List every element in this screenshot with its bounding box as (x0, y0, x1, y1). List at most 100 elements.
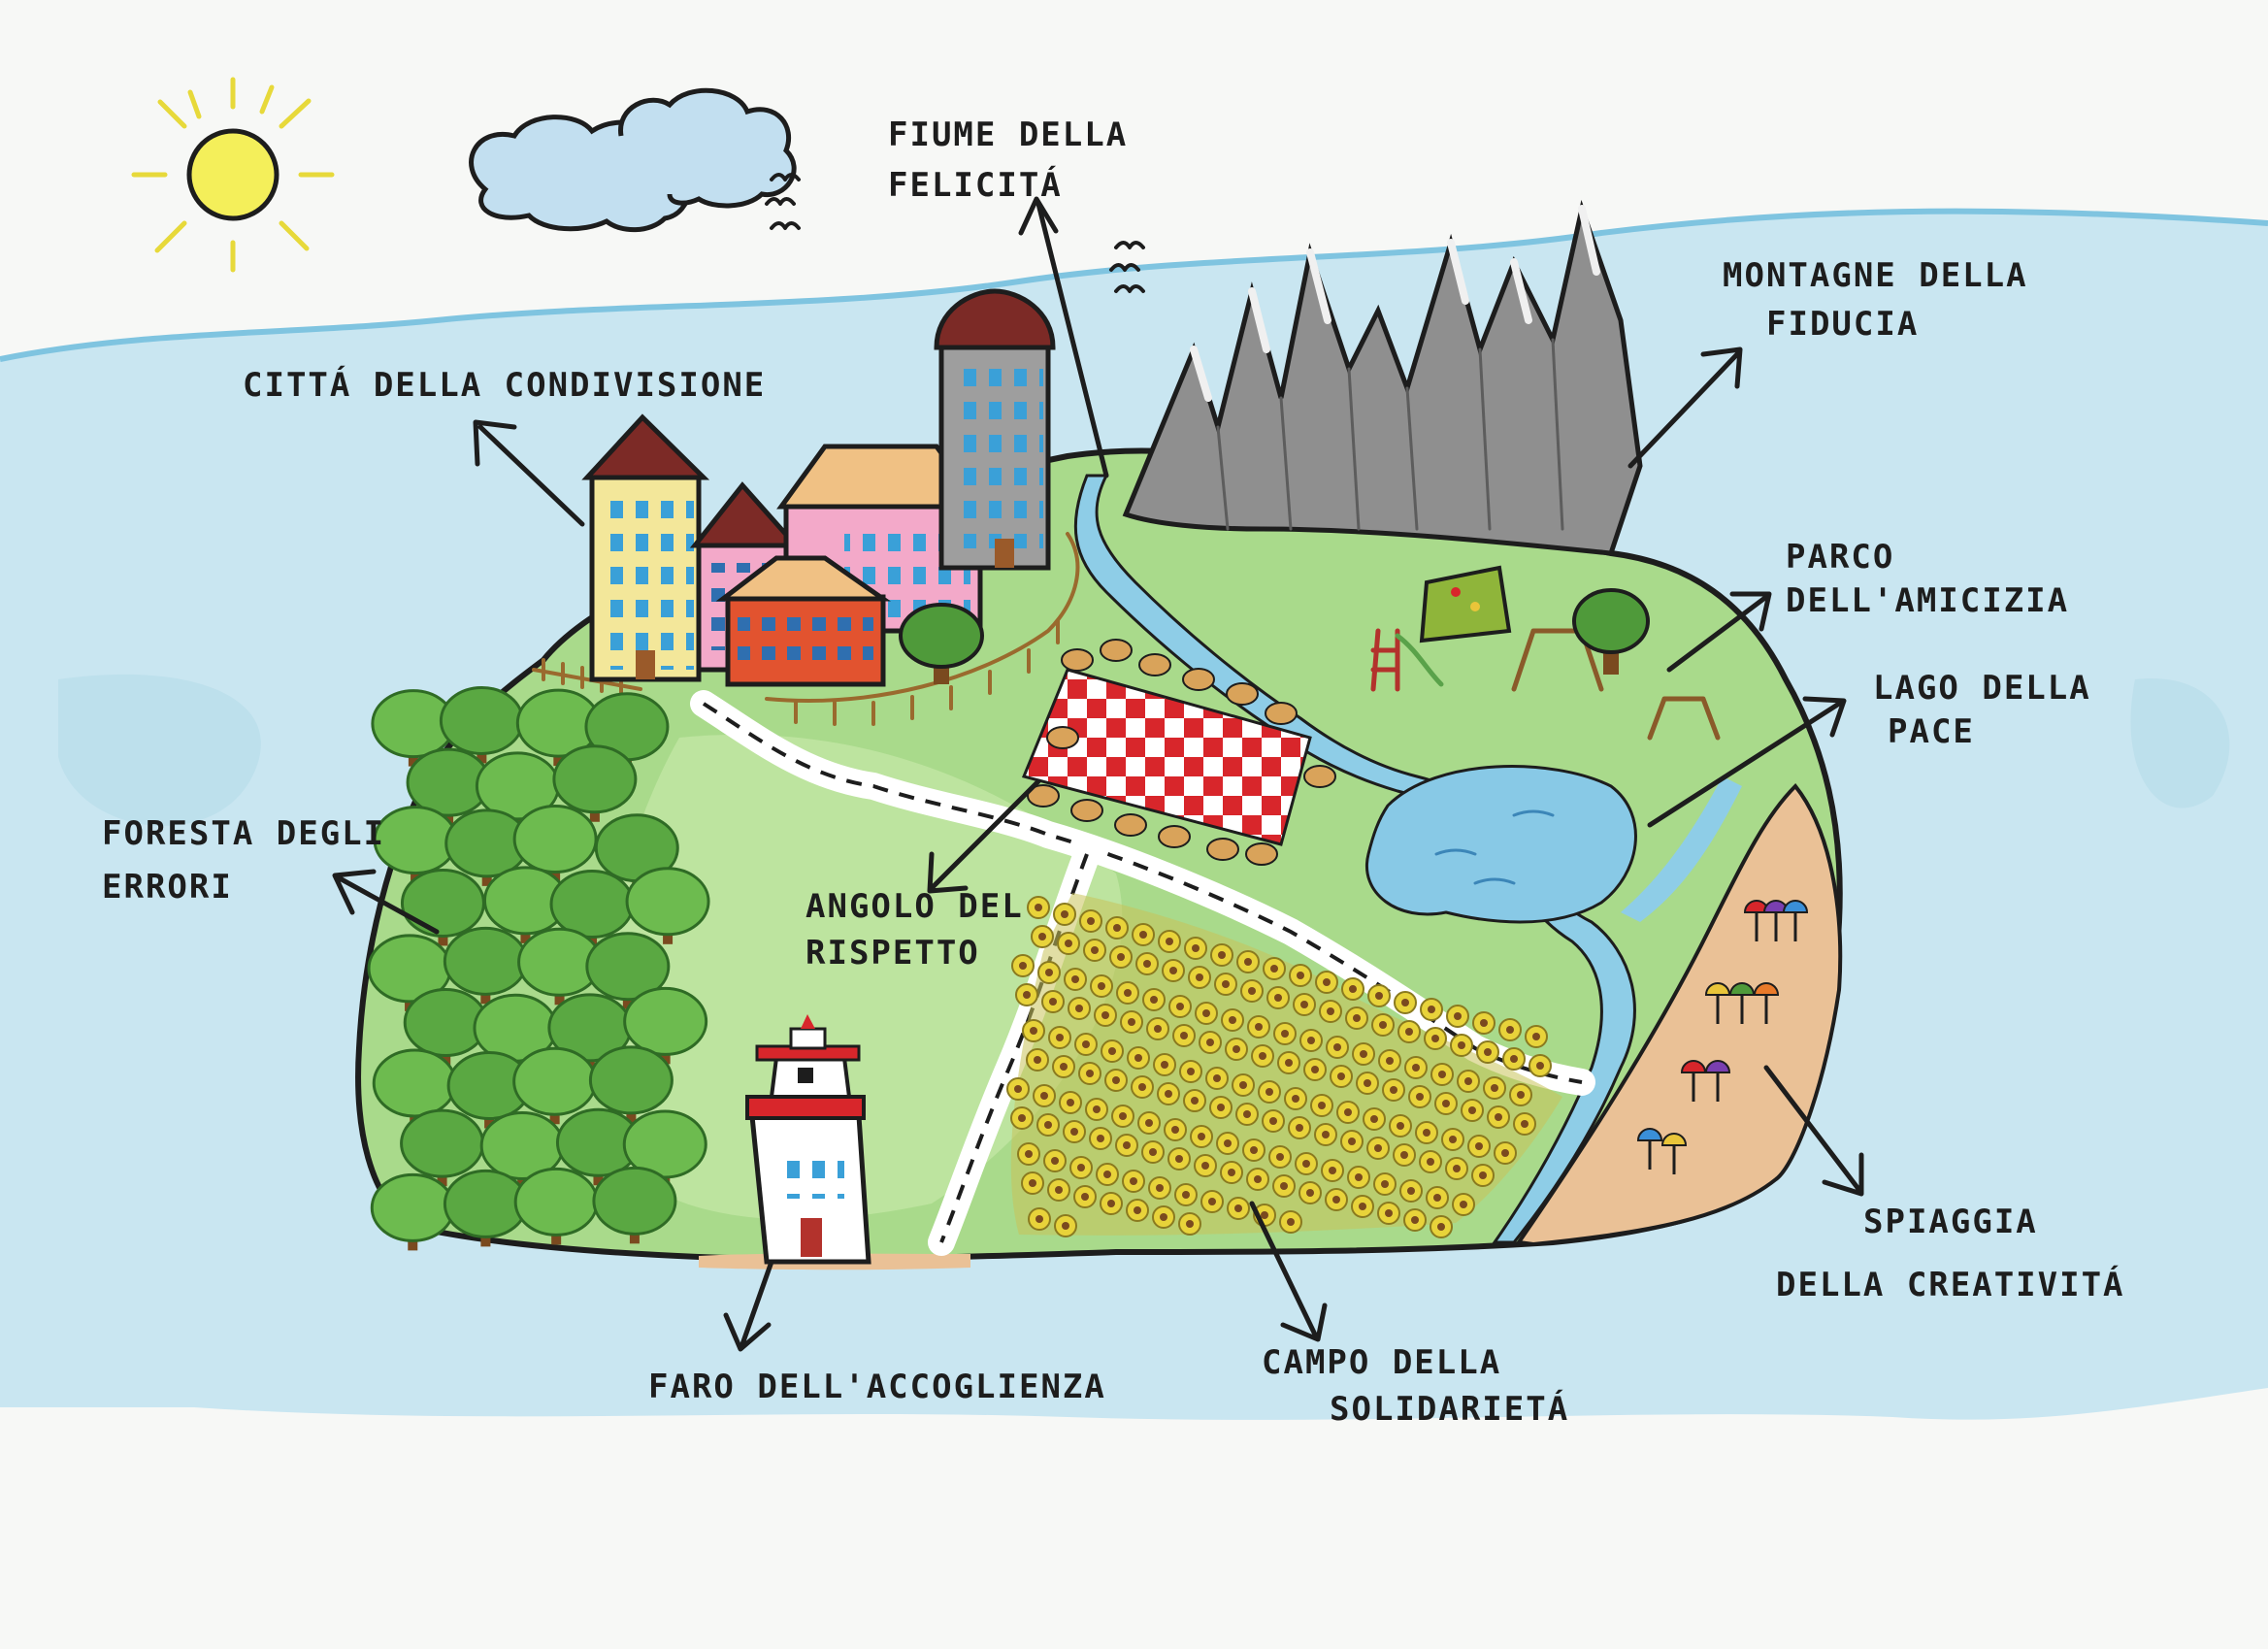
sunflower-icon (1167, 1147, 1191, 1171)
sun-icon (131, 77, 335, 273)
sunflower-icon (1209, 1096, 1233, 1119)
tower-icon (581, 413, 710, 682)
sunflower-icon (1027, 896, 1050, 919)
sunflower-icon (1408, 1085, 1431, 1108)
sunflower-icon (1525, 1025, 1548, 1048)
sunflower-icon (1132, 923, 1155, 946)
sunflower-icon (1419, 1150, 1442, 1173)
umbrella-icon (1728, 982, 1756, 1024)
sunflower-icon (1289, 964, 1312, 987)
sunflower-icon (1057, 932, 1080, 955)
umbrella-icon (1704, 982, 1731, 1024)
sunflower-icon (1015, 983, 1038, 1006)
sunflower-icon (1168, 995, 1192, 1018)
sunflower-icon (1268, 1145, 1292, 1169)
tree-icon (592, 1166, 677, 1244)
sunflower-icon (1064, 968, 1087, 991)
lake (1365, 765, 1637, 924)
sunflower-icon (1303, 1058, 1327, 1081)
sunflower-icon (1272, 1174, 1296, 1198)
sunflower-icon (1404, 1056, 1428, 1079)
sunflower-icon (1174, 1183, 1198, 1206)
sunflower-icon (1415, 1121, 1438, 1144)
sunflower-icon (1340, 1130, 1364, 1153)
sunflower-icon (1059, 1091, 1082, 1114)
sunflower-icon (1142, 988, 1166, 1011)
arrow-park (1666, 591, 1772, 673)
sunflower-icon (1090, 974, 1113, 998)
swing-icon (1511, 628, 1721, 741)
sunflower-icon (1037, 961, 1061, 984)
tent-icon (1419, 565, 1512, 643)
sunflower-icon (1293, 993, 1316, 1016)
tree-icon (625, 867, 710, 944)
sunflower-icon (1494, 1141, 1517, 1165)
sunflower-icon (1101, 1039, 1124, 1063)
sunflower-icon (1483, 1076, 1506, 1100)
sunflower-icon (1420, 998, 1443, 1021)
sunflower-icon (1127, 1046, 1150, 1070)
slide-icon (1370, 628, 1444, 692)
mountain-icon (1122, 199, 1643, 556)
sunflower-icon (1063, 1120, 1086, 1143)
arrow-icon (332, 196, 1864, 1352)
stool (1027, 784, 1060, 808)
sunflower-icon (1528, 1054, 1552, 1077)
sunflower-icon (1498, 1018, 1522, 1041)
sunflower-field (1006, 896, 1552, 1238)
sunflower-icon (1345, 1006, 1368, 1030)
sunflower-icon (1220, 1161, 1243, 1184)
sunflower-icon (1137, 1111, 1161, 1135)
stool (1046, 726, 1079, 749)
stool (1303, 765, 1336, 788)
sunflower-icon (1246, 1168, 1269, 1191)
sunflower-icon (1131, 1075, 1154, 1099)
sunflower-icon (1036, 1113, 1060, 1137)
sunflower-icon (1399, 1179, 1423, 1203)
sunflower-icon (1096, 1163, 1119, 1186)
sunflower-icon (1461, 1099, 1484, 1122)
tree-icon (1572, 588, 1650, 675)
umbrella-icon (1680, 1060, 1707, 1102)
sunflower-icon (1194, 1154, 1217, 1177)
sunflower-icon (1487, 1105, 1510, 1129)
sunflower-icon (1450, 1034, 1473, 1057)
sunflower-icon (1126, 1199, 1149, 1222)
sunflower-icon (1389, 1114, 1412, 1138)
sunflower-icon (1363, 1107, 1386, 1131)
sunflower-icon (1199, 1031, 1222, 1054)
stool (1206, 838, 1239, 861)
bird-icon (765, 173, 1145, 293)
sunflower-icon (1472, 1011, 1496, 1035)
arrow-forest (332, 869, 440, 935)
sunflower-icon (1347, 1166, 1370, 1189)
sunflower-icon (1043, 1149, 1067, 1172)
sunflower-icon (1011, 954, 1035, 977)
arrow-river (1018, 196, 1109, 478)
sunflower-icon (1158, 930, 1181, 953)
tree-icon (623, 986, 708, 1065)
sunflower-icon (1195, 1002, 1218, 1025)
sunflower-icon (1148, 1176, 1171, 1200)
sunflower-icon (1227, 1197, 1250, 1220)
sunflower-icon (1394, 991, 1417, 1014)
tree-icon (899, 603, 984, 684)
stool (1265, 702, 1298, 725)
tree-icon (512, 805, 598, 882)
sunflower-icon (1298, 1181, 1322, 1204)
sunflower-icon (1279, 1210, 1302, 1234)
sunflower-icon (1141, 1140, 1165, 1164)
sunflower-icon (1352, 1042, 1375, 1066)
sunflower-icon (1266, 986, 1290, 1009)
sunflower-icon (1336, 1101, 1360, 1124)
river-upper-branch (1621, 776, 1742, 922)
tree-icon (585, 932, 671, 1009)
sunflower-icon (1183, 1089, 1206, 1112)
sunflower-icon (1104, 1069, 1128, 1092)
beach-umbrellas (1636, 900, 1809, 1174)
sunflower-icon (1033, 1084, 1056, 1107)
